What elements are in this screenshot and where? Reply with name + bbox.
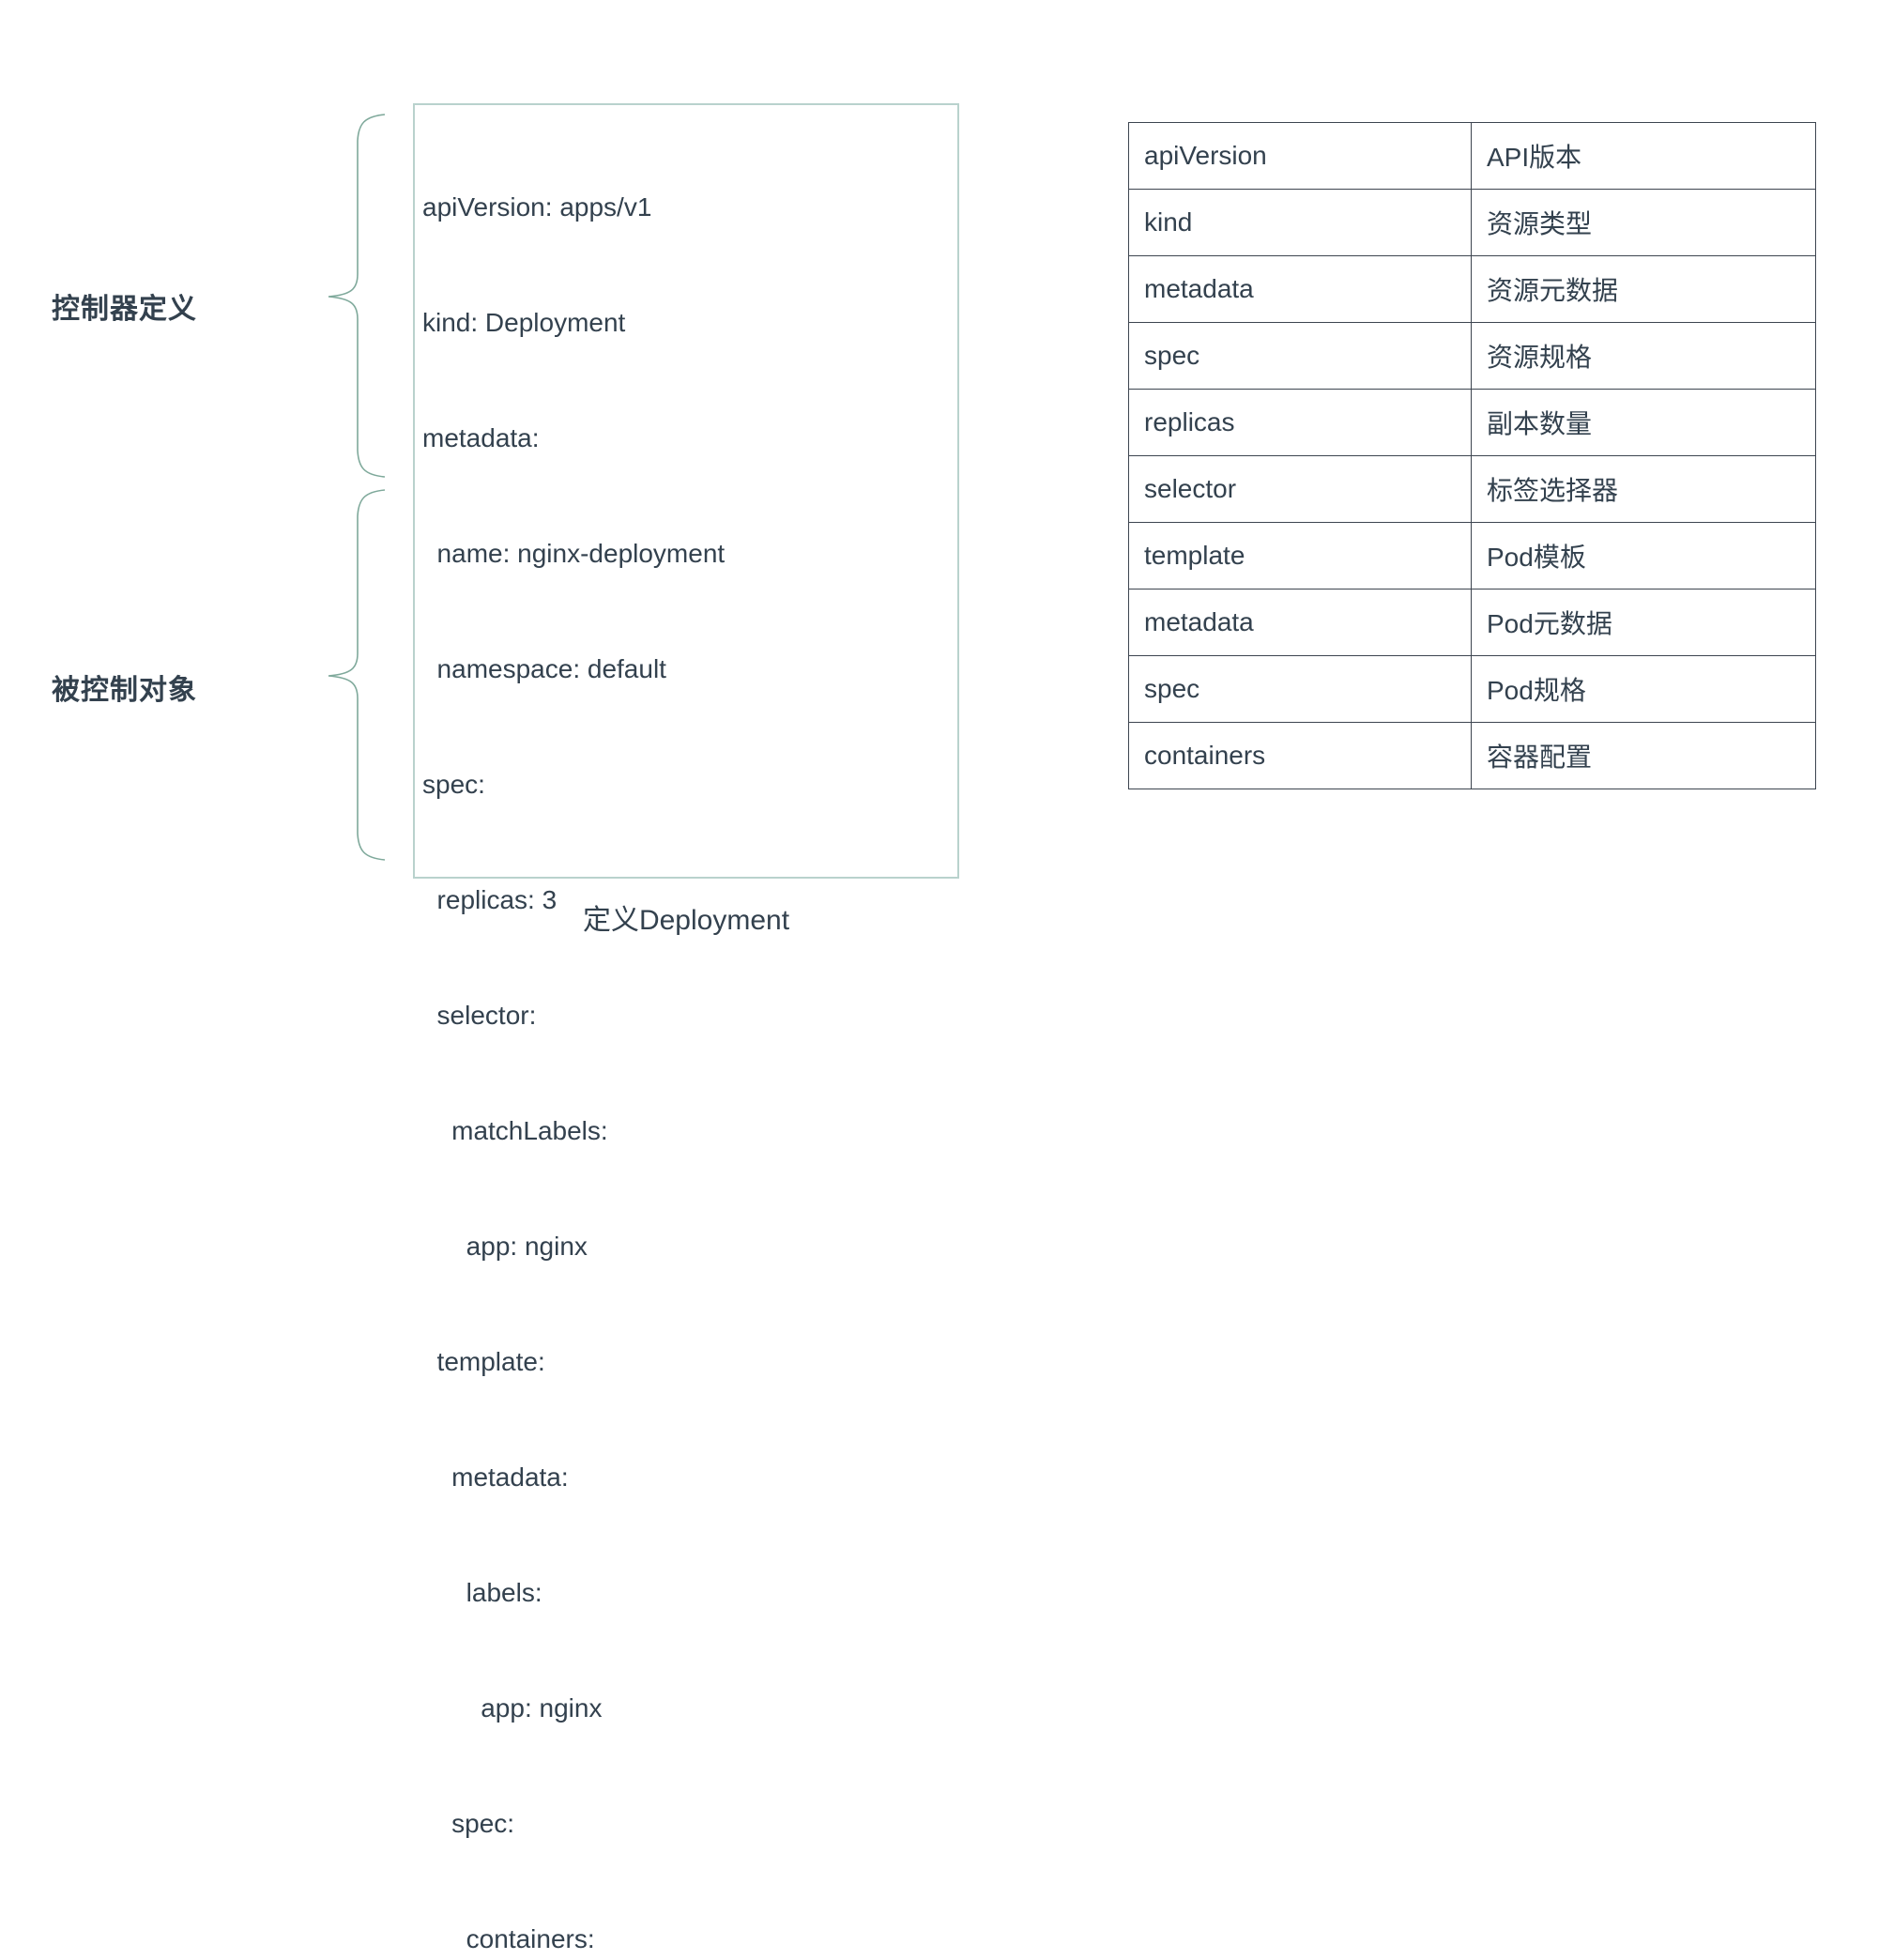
yaml-code-box <box>413 103 959 879</box>
table-cell-key: metadata <box>1128 589 1472 656</box>
table-cell-key: spec <box>1128 655 1472 723</box>
table-row: metadata Pod元数据 <box>1128 589 1816 656</box>
table-cell-desc: Pod元数据 <box>1471 589 1816 656</box>
table-cell-key: metadata <box>1128 255 1472 323</box>
yaml-line: selector: <box>422 1001 537 1030</box>
table-cell-desc: 容器配置 <box>1471 722 1816 789</box>
field-reference-table: apiVersion API版本 kind 资源类型 metadata 资源元数… <box>1128 122 1816 789</box>
table-cell-key: spec <box>1128 322 1472 390</box>
table-row: template Pod模板 <box>1128 522 1816 590</box>
yaml-line: metadata: <box>422 1462 569 1492</box>
yaml-line: containers: <box>422 1924 595 1953</box>
yaml-line: spec: <box>422 770 485 799</box>
yaml-line: app: nginx <box>422 1232 588 1261</box>
table-row: metadata 资源元数据 <box>1128 255 1816 323</box>
table-row: containers 容器配置 <box>1128 722 1816 789</box>
table-row: spec 资源规格 <box>1128 322 1816 390</box>
table-cell-desc: API版本 <box>1471 122 1816 190</box>
table-cell-desc: 资源元数据 <box>1471 255 1816 323</box>
table-cell-key: kind <box>1128 189 1472 256</box>
table-cell-desc: 标签选择器 <box>1471 455 1816 523</box>
table-cell-key: template <box>1128 522 1472 590</box>
yaml-line: kind: Deployment <box>422 308 626 337</box>
table-cell-desc: Pod模板 <box>1471 522 1816 590</box>
table-cell-desc: Pod规格 <box>1471 655 1816 723</box>
table-cell-desc: 副本数量 <box>1471 389 1816 456</box>
curly-brace-controller-icon <box>328 114 386 478</box>
table-row: apiVersion API版本 <box>1128 122 1816 190</box>
yaml-line: replicas: 3 <box>422 885 558 914</box>
yaml-line: namespace: default <box>422 654 666 683</box>
table-row: spec Pod规格 <box>1128 655 1816 723</box>
yaml-line: metadata: <box>422 423 540 452</box>
group-label-controlled-object: 被控制对象 <box>52 675 197 706</box>
group-label-controller-definition: 控制器定义 <box>52 294 197 325</box>
table-cell-desc: 资源规格 <box>1471 322 1816 390</box>
table-row: replicas 副本数量 <box>1128 389 1816 456</box>
yaml-line: name: nginx-deployment <box>422 539 726 568</box>
table-row: selector 标签选择器 <box>1128 455 1816 523</box>
table-row: kind 资源类型 <box>1128 189 1816 256</box>
yaml-line: template: <box>422 1347 545 1376</box>
yaml-box-caption: 定义Deployment <box>582 905 790 936</box>
curly-brace-controlled-icon <box>328 489 386 861</box>
yaml-line: labels: <box>422 1578 542 1607</box>
yaml-line: apiVersion: apps/v1 <box>422 192 652 222</box>
yaml-code-listing: apiVersion: apps/v1 kind: Deployment met… <box>422 111 967 1960</box>
table-cell-key: replicas <box>1128 389 1472 456</box>
yaml-line: matchLabels: <box>422 1116 608 1145</box>
table-cell-key: selector <box>1128 455 1472 523</box>
table-cell-desc: 资源类型 <box>1471 189 1816 256</box>
table-cell-key: apiVersion <box>1128 122 1472 190</box>
yaml-line: app: nginx <box>422 1693 603 1723</box>
yaml-line: spec: <box>422 1809 515 1838</box>
table-cell-key: containers <box>1128 722 1472 789</box>
